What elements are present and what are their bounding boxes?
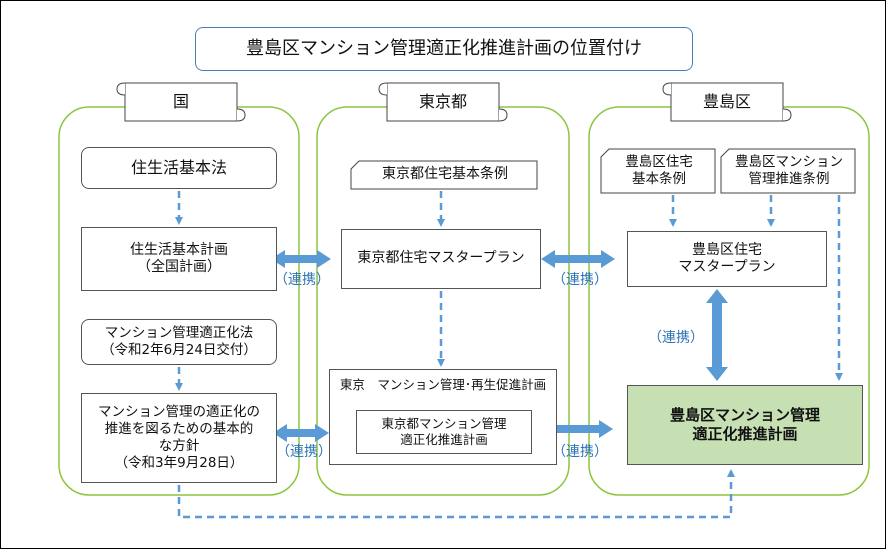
link-arrow-national-tokyo-top — [271, 250, 331, 268]
basic-law-text: 住生活基本法 — [130, 158, 227, 177]
toshima-header-scroll — [662, 82, 792, 122]
toshima-header: 豊島区 — [702, 92, 751, 111]
toshima-mgmt-ordinance-text: 豊島区マンション 管理推進条例 — [735, 154, 843, 187]
link-label-national-tokyo-bottom: （連携） — [276, 444, 332, 461]
national-header: 国 — [172, 92, 189, 111]
national-header-scroll — [116, 82, 246, 122]
tokyo-header: 東京都 — [418, 92, 467, 111]
link-label-tokyo-toshima-top: （連携） — [552, 272, 608, 289]
basic-plan-text: 住生活基本計画 （全国計画） — [130, 241, 228, 276]
arrow-policy-to-toshima-plan — [177, 469, 735, 519]
tokyo-ordinance-text: 東京都住宅基本条例 — [382, 166, 508, 183]
link-label-tokyo-toshima-bottom: （連携） — [552, 444, 608, 461]
tokyo-ordinance-shape — [350, 160, 538, 190]
link-arrow-toshima-vertical — [706, 289, 728, 381]
basic-plan-box: 住生活基本計画 （全国計画） — [81, 227, 277, 291]
tokyo-mgmt-plan-text: 東京都マンション管理 適正化推進計画 — [381, 416, 507, 447]
toshima-mgmt-ordinance-shape — [720, 148, 856, 194]
tokyo-promotion-plan-text: 東京 マンション管理･再生促進計画 — [339, 377, 547, 393]
link-label-national-tokyo-top: （連携） — [274, 272, 330, 289]
toshima-housing-ordinance-text: 豊島区住宅 基本条例 — [625, 154, 693, 187]
toshima-housing-ordinance-shape — [600, 148, 716, 194]
tokyo-master-plan-box: 東京都住宅マスタープラン — [341, 229, 541, 289]
basic-law-box: 住生活基本法 — [81, 147, 277, 189]
tokyo-mgmt-plan-box: 東京都マンション管理 適正化推進計画 — [356, 410, 532, 454]
toshima-mgmt-plan-box: 豊島区マンション管理 適正化推進計画 — [627, 385, 863, 465]
link-label-toshima-vertical: （連携） — [648, 330, 704, 347]
tokyo-master-plan-text: 東京都住宅マスタープラン — [357, 250, 525, 267]
mgmt-law-text: マンション管理適正化法 （令和2年6月24日交付） — [101, 325, 257, 358]
toshima-master-plan-box: 豊島区住宅 マスタープラン — [627, 231, 827, 287]
page-title: 豊島区マンション管理適正化推進計画の位置付け — [246, 37, 642, 59]
tokyo-promotion-plan-box: 東京 マンション管理･再生促進計画 東京都マンション管理 適正化推進計画 — [329, 369, 557, 465]
policy-box: マンション管理の適正化の 推進を図るための基本的 な方針 （令和3年9月28日） — [81, 393, 277, 483]
toshima-mgmt-plan-text: 豊島区マンション管理 適正化推進計画 — [669, 406, 820, 443]
title-box: 豊島区マンション管理適正化推進計画の位置付け — [195, 27, 693, 71]
policy-text: マンション管理の適正化の 推進を図るための基本的 な方針 （令和3年9月28日） — [98, 404, 260, 471]
toshima-master-plan-text: 豊島区住宅 マスタープラン — [678, 241, 776, 276]
link-arrow-tokyo-toshima-top — [541, 250, 615, 268]
mgmt-law-box: マンション管理適正化法 （令和2年6月24日交付） — [81, 319, 277, 365]
link-arrow-national-tokyo-bottom — [273, 424, 329, 442]
link-arrow-tokyo-toshima-bottom — [541, 420, 613, 438]
tokyo-header-scroll — [378, 82, 508, 122]
